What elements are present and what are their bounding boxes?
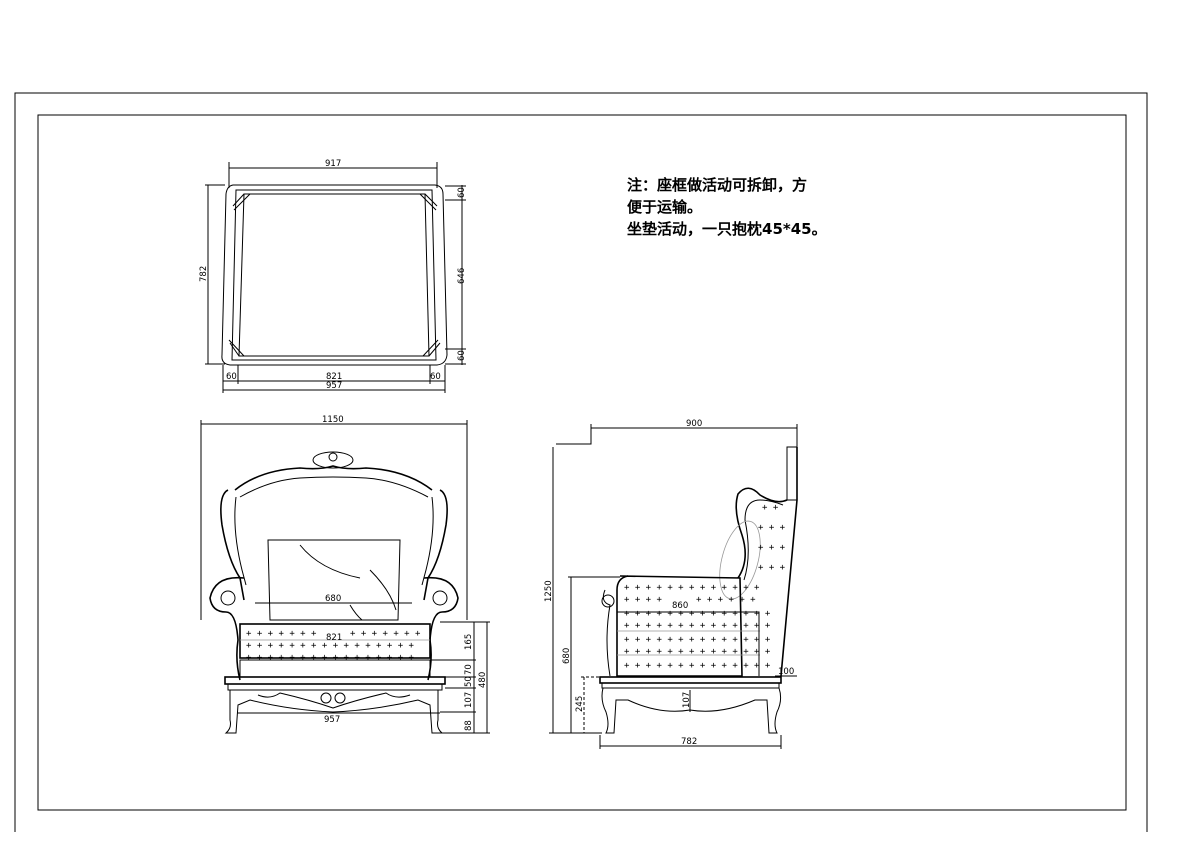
dim-821-top: 821 [326,372,342,382]
dim-70: 70 [464,664,474,675]
svg-text:+ + + + + + + + + + + + + +: + + + + + + + + + + + + + + [624,661,771,671]
svg-text:+ + + + + + + + + + + + + + +: + + + + + + + + + + + + + + + + [246,641,415,651]
svg-text:+ + +: + + + [758,563,786,573]
design-notes: 注：座框做活动可拆卸，方 便于运输。 坐垫活动，一只抱枕45*45。 [627,174,827,240]
dim-680-front: 680 [325,594,341,604]
svg-text:+ + + + + +: + + + + + + [696,595,756,605]
svg-text:+ + + + + + + + + + + + + +: + + + + + + + + + + + + + + [624,609,771,619]
note-line-3: 坐垫活动，一只抱枕45*45。 [627,220,827,238]
svg-text:+ + + + + + + + + + + + + +: + + + + + + + + + + + + + + [624,621,771,631]
dim-245: 245 [575,696,585,712]
top-view-dimensions: 917 782 60 646 60 60 821 60 957 [199,159,467,393]
outer-border [14,92,1148,832]
top-view-seat-frame [221,184,448,366]
dim-782-side: 782 [681,737,697,747]
dim-88: 88 [464,720,474,731]
dim-1250: 1250 [544,580,554,602]
svg-text:+ + +: + + + [758,523,786,533]
front-view-dimensions: 1150 680 821 957 165 70 50 107 88 480 [200,415,490,734]
note-line-2: 便于运输。 [627,198,703,216]
note-line-1: 注：座框做活动可拆卸，方 [627,176,808,194]
side-tufting: + + + + + + + + + + + + + + + + + + + + … [624,503,786,671]
inner-border [37,114,1127,811]
dim-107-front: 107 [464,692,474,708]
dim-680-side: 680 [562,648,572,664]
svg-text:+ + + + + + + + + + + + + +: + + + + + + + + + + + + + + [624,635,771,645]
dim-50: 50 [464,676,474,687]
dim-1150: 1150 [322,415,344,425]
dim-480: 480 [478,672,488,688]
svg-text:+ + + + + + + + + + + + + + +: + + + + + + + + + + + + + + + + [246,653,415,663]
svg-text:+ + + + + + +: + + + + + + + [246,629,317,639]
dim-60-right: 60 [430,372,441,382]
dim-957-top: 957 [326,381,342,391]
side-view-armchair: + + + + + + + + + + + + + + + + + + + + … [599,446,798,734]
svg-text:+ + + + + + + + + + + + +: + + + + + + + + + + + + + [624,583,760,593]
svg-text:+ + + + + + +: + + + + + + + [350,629,421,639]
dim-165: 165 [464,634,474,650]
dim-60-left: 60 [226,372,237,382]
dim-782: 782 [199,266,209,282]
dim-646: 646 [457,268,467,284]
svg-text:+ + +: + + + [758,543,786,553]
dim-107-side: 107 [682,692,692,708]
dim-860: 860 [672,601,688,611]
dim-821-front: 821 [326,633,342,643]
side-view-dimensions: 900 1250 680 245 860 107 100 782 [544,419,798,749]
svg-text:+ +: + + [762,503,779,513]
dim-917: 917 [325,159,341,169]
cushion-tufting: + + + + + + + + + + + + + + + + + + + + … [246,629,421,663]
dim-900: 900 [686,419,702,429]
dim-60-top: 60 [457,187,467,198]
svg-text:+ + + +: + + + + [624,595,663,605]
dim-60-bottom: 60 [457,350,467,361]
front-view-armchair: + + + + + + + + + + + + + + + + + + + + … [209,451,459,734]
dim-957-front: 957 [324,715,340,725]
svg-text:+ + + + + + + + + + + + + +: + + + + + + + + + + + + + + [624,647,771,657]
dim-100: 100 [778,667,794,677]
